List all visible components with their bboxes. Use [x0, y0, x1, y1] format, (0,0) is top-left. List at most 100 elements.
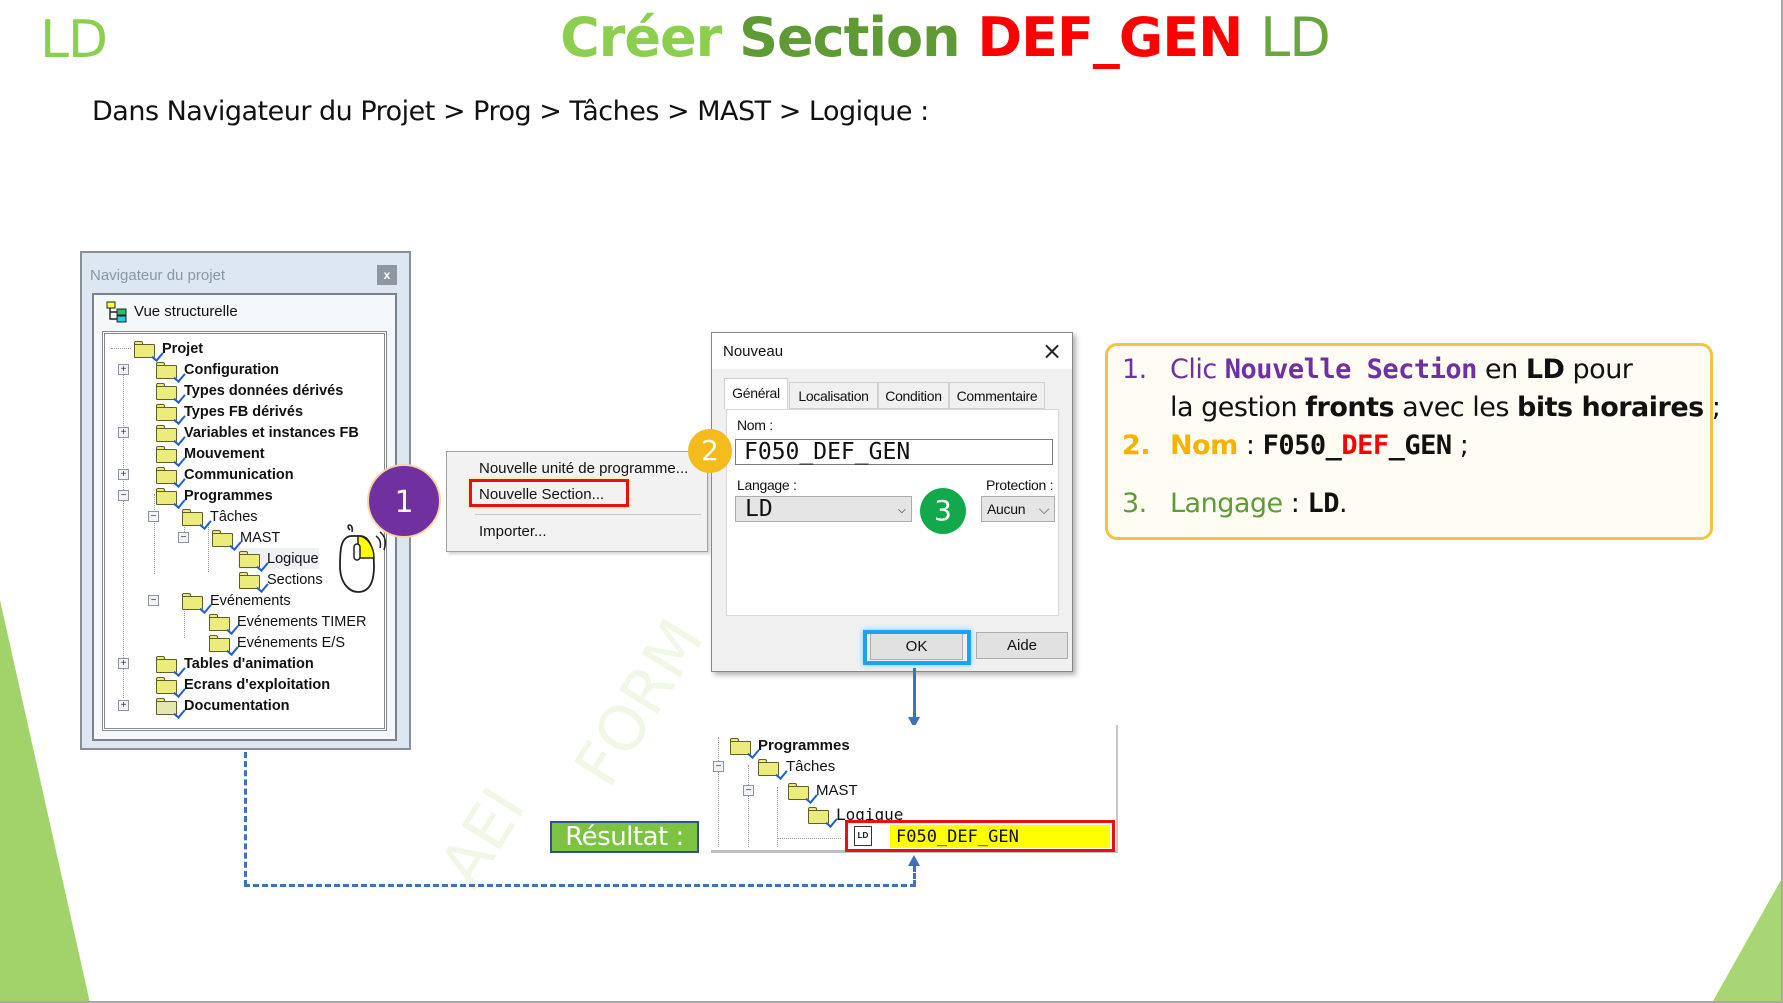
- result-item-taches[interactable]: − Tâches: [713, 756, 835, 780]
- tree-item-evenements[interactable]: − Evénements: [148, 590, 291, 614]
- arrow-head-up-icon: [908, 855, 920, 866]
- language-label: Langage :: [737, 477, 797, 493]
- tree-item-types-fb[interactable]: Types FB dérivés: [118, 401, 303, 425]
- tree-item-tables-animation[interactable]: + Tables d'animation: [118, 653, 314, 677]
- name-label: Nom :: [737, 417, 773, 433]
- tab-general[interactable]: Général: [724, 378, 788, 410]
- project-tree: Projet + Configuration Types données dér…: [102, 331, 387, 731]
- expand-plus-icon[interactable]: +: [118, 700, 129, 711]
- tree-item-logique[interactable]: Logique: [238, 548, 319, 572]
- dialog-close-icon[interactable]: ×: [1042, 337, 1063, 365]
- folder-icon: [155, 424, 186, 446]
- new-section-name: F050_DEF_GEN: [890, 825, 1110, 848]
- language-select[interactable]: LD ⌵: [735, 496, 912, 522]
- result-label: Résultat :: [550, 821, 699, 853]
- instruction-step-1-line-2: la gestion fronts avec les bits horaires…: [1170, 392, 1721, 423]
- result-item-mast[interactable]: − MAST: [743, 780, 858, 804]
- step-1-badge: 1: [367, 464, 441, 538]
- folder-icon: [238, 550, 269, 572]
- tree-item-sections[interactable]: Sections: [238, 569, 323, 593]
- tree-item-programmes[interactable]: − Programmes: [118, 485, 273, 509]
- language-value: LD: [745, 496, 773, 522]
- open-folder-icon: [757, 758, 788, 780]
- structure-view-icon: [106, 301, 127, 323]
- structural-view-label: Vue structurelle: [134, 303, 238, 320]
- new-section-dialog: Nouveau × Général Localisation Condition…: [711, 332, 1073, 672]
- tree-item-types-donnees[interactable]: Types données dérivés: [118, 380, 343, 404]
- open-folder-icon: [155, 487, 186, 509]
- result-item-programmes[interactable]: Programmes: [713, 735, 850, 759]
- folder-icon: [155, 403, 186, 425]
- folder-icon: [155, 445, 186, 467]
- structural-view-frame: Vue structurelle Projet + Configuration: [92, 293, 397, 741]
- navigator-close-button[interactable]: x: [377, 265, 397, 285]
- new-section-highlight: [469, 479, 629, 507]
- tree-item-ecrans[interactable]: Ecrans d'exploitation: [118, 674, 330, 698]
- tree-item-projet[interactable]: Projet: [111, 338, 203, 362]
- watermark-aei: AEI: [425, 775, 540, 899]
- mouse-right-click-icon: [339, 524, 387, 593]
- slide-border-right: [1781, 0, 1783, 1003]
- navigation-path: Dans Navigateur du Projet > Prog > Tâche…: [92, 96, 929, 127]
- result-item-logique[interactable]: Logique: [807, 804, 903, 828]
- instructions-box: 1.Clic Nouvelle Section en LD pour la ge…: [1105, 343, 1721, 540]
- arrow-ok-to-result: [913, 668, 916, 722]
- collapse-minus-icon[interactable]: −: [743, 785, 754, 796]
- protection-label: Protection :: [986, 477, 1054, 493]
- tab-condition[interactable]: Condition: [878, 382, 949, 409]
- menu-separator: [475, 514, 701, 515]
- tab-localisation[interactable]: Localisation: [789, 382, 878, 409]
- tree-item-mouvement[interactable]: Mouvement: [118, 443, 265, 467]
- folder-icon: [155, 655, 186, 677]
- collapse-minus-icon[interactable]: −: [118, 490, 129, 501]
- collapse-minus-icon[interactable]: −: [148, 595, 159, 606]
- instruction-step-2: 2.Nom : F050_DEF_GEN ;: [1122, 430, 1469, 461]
- tree-item-documentation[interactable]: + Documentation: [118, 695, 290, 719]
- protection-select[interactable]: Aucun ⌵: [981, 496, 1055, 522]
- tab-commentaire[interactable]: Commentaire: [949, 382, 1045, 409]
- folder-icon: [208, 613, 239, 635]
- dashed-connector: [244, 752, 247, 886]
- help-button[interactable]: Aide: [976, 632, 1068, 659]
- folder-icon: [238, 571, 269, 593]
- collapse-minus-icon[interactable]: −: [713, 761, 724, 772]
- tree-item-mast[interactable]: − MAST: [178, 527, 280, 551]
- expand-plus-icon[interactable]: +: [118, 469, 129, 480]
- collapse-minus-icon[interactable]: −: [148, 511, 159, 522]
- tree-item-evenements-timer[interactable]: Evénements TIMER: [208, 611, 366, 635]
- protection-value: Aucun: [987, 501, 1026, 517]
- decorative-green-triangle-right: [1713, 880, 1781, 1001]
- section-name-input[interactable]: F050_DEF_GEN: [735, 439, 1053, 465]
- expand-plus-icon[interactable]: +: [118, 658, 129, 669]
- tree-item-variables[interactable]: + Variables et instances FB: [118, 422, 359, 446]
- decorative-green-triangle-left: [0, 600, 90, 1003]
- tree-connector: [123, 368, 124, 698]
- title-part-section: Section: [739, 6, 960, 69]
- expand-plus-icon[interactable]: +: [118, 364, 129, 375]
- arrow-head-down-icon: [908, 717, 920, 728]
- dashed-connector: [244, 884, 916, 887]
- tree-connector: [184, 598, 185, 638]
- folder-icon: [208, 634, 239, 656]
- menu-item-new-program-unit[interactable]: Nouvelle unité de programme...: [479, 460, 689, 477]
- step-2-badge: 2: [688, 429, 732, 473]
- watermark-form: FORM: [560, 606, 718, 799]
- tree-connector: [154, 494, 155, 574]
- slide-title: Créer Section DEF_GEN LD: [0, 6, 1783, 69]
- menu-item-import[interactable]: Importer...: [479, 523, 547, 540]
- tree-item-communication[interactable]: + Communication: [118, 464, 294, 488]
- slide-border-bottom: [0, 1001, 1783, 1003]
- instruction-step-3: 3.Langage : LD.: [1122, 488, 1348, 519]
- ok-button[interactable]: OK: [870, 633, 963, 660]
- tree-item-configuration[interactable]: + Configuration: [118, 359, 279, 383]
- open-folder-icon: [807, 806, 838, 828]
- expand-plus-icon[interactable]: +: [118, 427, 129, 438]
- menu-item-new-section[interactable]: Nouvelle Section...: [479, 486, 605, 503]
- new-section-result-highlight[interactable]: LD F050_DEF_GEN: [845, 820, 1115, 852]
- tree-item-taches[interactable]: − Tâches: [148, 506, 258, 530]
- tree-connector: [111, 348, 131, 349]
- collapse-minus-icon[interactable]: −: [178, 532, 189, 543]
- open-folder-icon: [133, 340, 164, 362]
- tree-item-evenements-es[interactable]: Evénements E/S: [208, 632, 345, 656]
- open-folder-icon: [211, 529, 242, 551]
